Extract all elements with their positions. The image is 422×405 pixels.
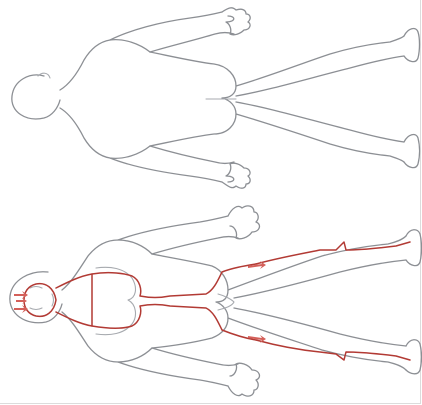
back-right-foot-outline bbox=[404, 135, 420, 168]
back-right-arm-inner bbox=[150, 146, 234, 164]
back-left-foot-outline bbox=[404, 29, 420, 62]
front-right-hand-outline bbox=[228, 363, 259, 396]
meridian-face-loop bbox=[24, 284, 56, 317]
back-head-outline bbox=[12, 75, 60, 119]
back-view-figure bbox=[12, 8, 420, 188]
back-torso-upper-outline bbox=[60, 40, 150, 90]
front-face-eyes bbox=[30, 287, 42, 310]
arrow-face-lower bbox=[14, 305, 28, 313]
back-torso-lower-outline bbox=[60, 108, 150, 158]
flow-arrows bbox=[14, 261, 266, 343]
front-view-figure bbox=[10, 206, 422, 396]
back-left-leg-inner bbox=[236, 56, 404, 96]
front-left-hand-outline bbox=[228, 206, 259, 239]
back-right-hand-outline bbox=[222, 163, 250, 188]
front-right-arm-inner bbox=[152, 348, 238, 366]
arrow-face-upper-2 bbox=[16, 298, 27, 304]
back-left-arm-outline bbox=[110, 12, 222, 40]
front-right-foot-outline bbox=[406, 340, 422, 374]
back-right-leg-outline bbox=[236, 114, 404, 162]
front-face-mouth bbox=[52, 294, 54, 306]
meridian-pathway bbox=[24, 242, 410, 360]
front-right-arm-outline bbox=[118, 362, 228, 386]
back-left-arm-inner bbox=[150, 33, 234, 53]
front-hips-outline bbox=[152, 254, 228, 348]
front-left-foot-outline bbox=[406, 230, 422, 266]
back-left-hand-outline bbox=[222, 8, 250, 35]
front-head-outline bbox=[10, 272, 62, 323]
back-right-arm-outline bbox=[110, 158, 222, 182]
front-left-arm-outline bbox=[118, 216, 228, 240]
front-left-arm-inner bbox=[152, 237, 238, 255]
front-chest-outline bbox=[96, 267, 135, 334]
front-right-leg-outline bbox=[228, 318, 406, 370]
